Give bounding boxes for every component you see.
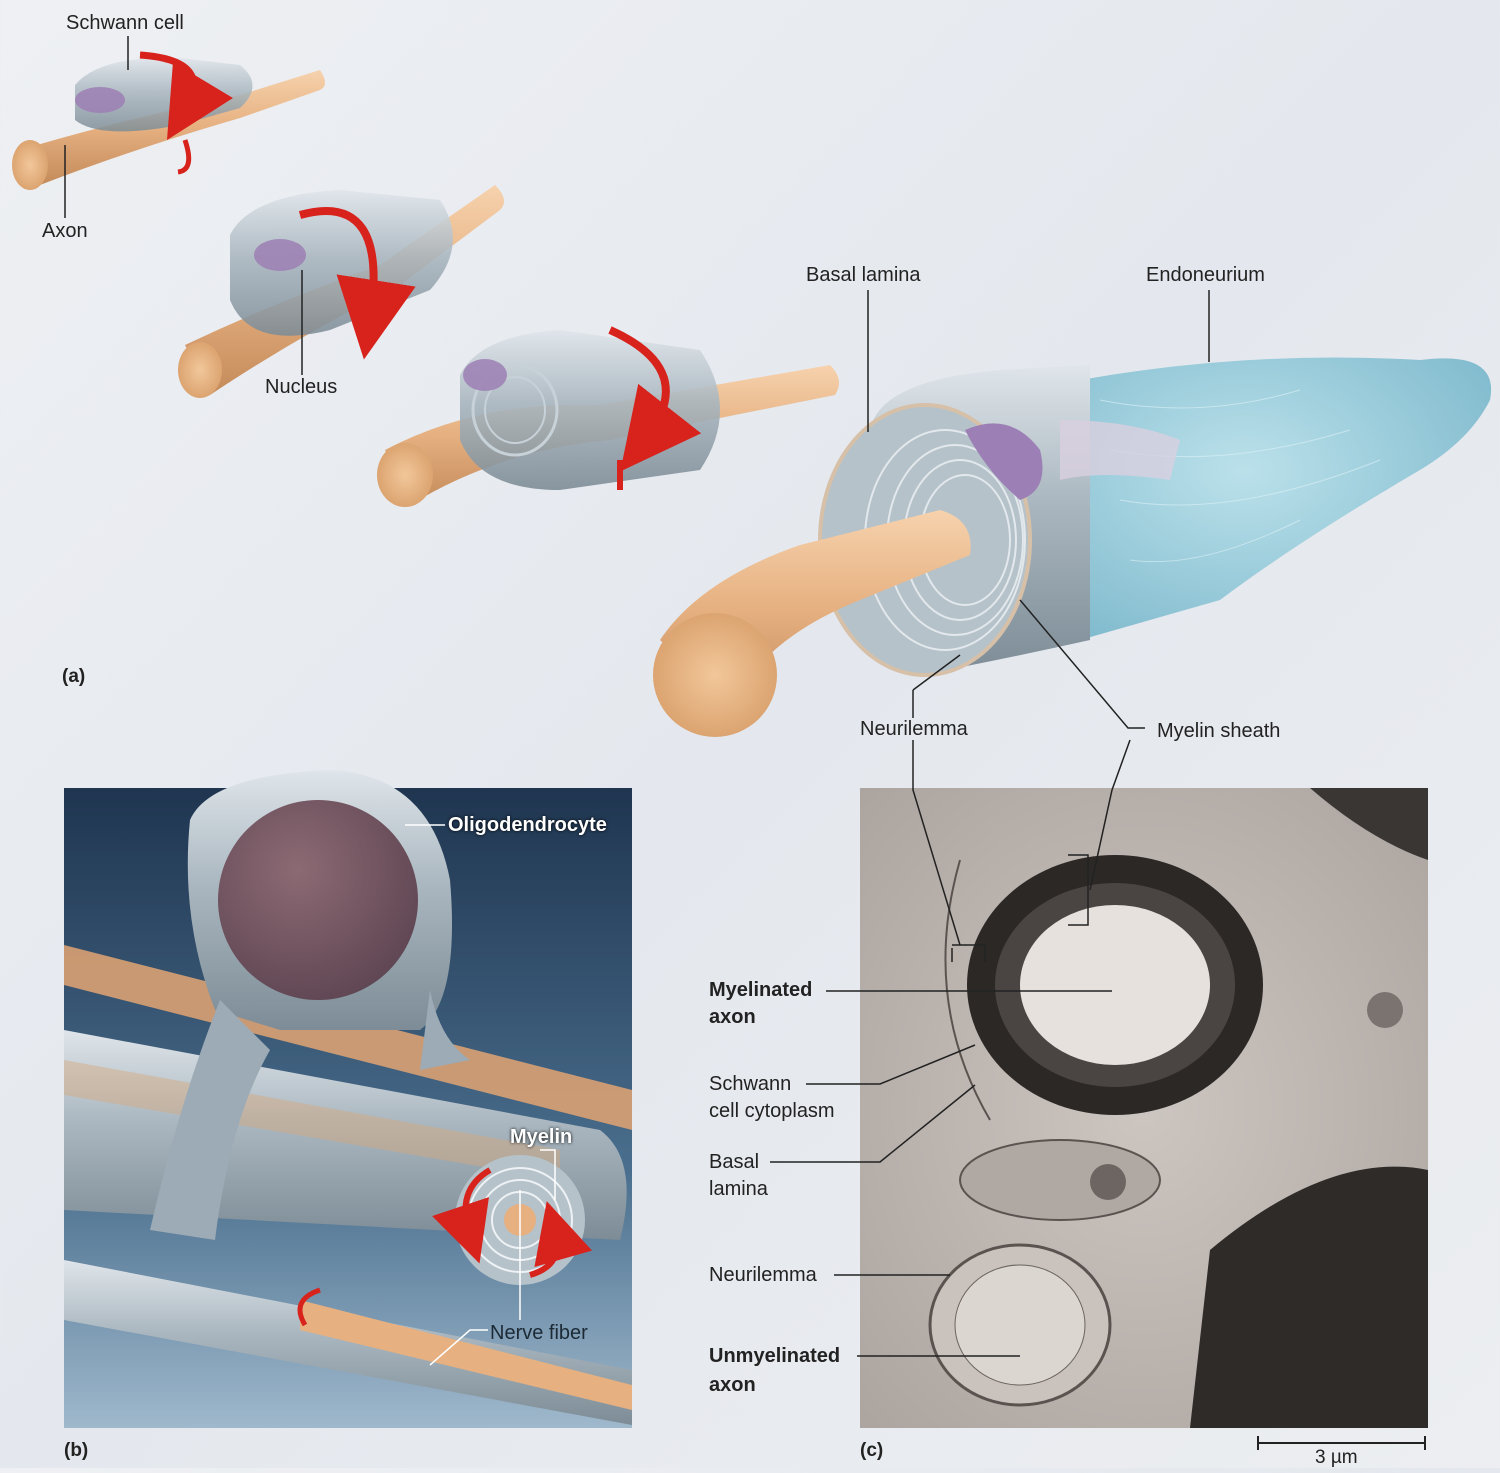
label-unmyelinated-line2: axon xyxy=(709,1374,756,1396)
label-nerve-fiber: Nerve fiber xyxy=(490,1322,588,1344)
panel-a-stage-4 xyxy=(653,357,1492,737)
label-oligodendrocyte: Oligodendrocyte xyxy=(448,814,607,836)
label-basal-lamina-c-line2: lamina xyxy=(709,1178,768,1200)
panel-a-leader-lines xyxy=(64,36,1210,729)
panel-a-stage-2 xyxy=(178,185,504,398)
panel-b-letter: (b) xyxy=(64,1440,89,1461)
panel-c-micrograph xyxy=(860,788,1428,1428)
panel-c-leader-lines xyxy=(770,739,1131,1357)
label-unmyelinated-line1: Unmyelinated xyxy=(709,1345,841,1367)
label-neurilemma-c: Neurilemma xyxy=(709,1264,817,1286)
label-basal-lamina: Basal lamina xyxy=(806,264,921,286)
panel-b-illustration xyxy=(64,770,632,1428)
label-schwann-cytoplasm-line2: cell cytoplasm xyxy=(709,1100,835,1122)
panel-c-letter: (c) xyxy=(860,1440,884,1461)
label-schwann-cytoplasm-line1: Schwann xyxy=(709,1073,792,1095)
panel-a-letter: (a) xyxy=(62,666,86,687)
label-myelinated-line1: Myelinated xyxy=(709,979,813,1001)
label-myelin: Myelin xyxy=(510,1126,573,1148)
label-nucleus: Nucleus xyxy=(265,376,338,398)
scale-bar-label: 3 µm xyxy=(1315,1447,1358,1468)
panel-a-stage-1 xyxy=(12,51,325,190)
label-schwann-cell: Schwann cell xyxy=(66,12,184,34)
label-myelinated-line2: axon xyxy=(709,1006,756,1028)
label-basal-lamina-c-line1: Basal xyxy=(709,1151,760,1173)
label-neurilemma-a: Neurilemma xyxy=(860,718,968,740)
scale-bar xyxy=(1257,1436,1426,1450)
label-myelin-sheath: Myelin sheath xyxy=(1157,720,1281,742)
label-axon: Axon xyxy=(42,220,88,242)
panel-b-leader-lines xyxy=(405,824,556,1366)
panel-a-stage-3 xyxy=(377,326,839,507)
label-endoneurium: Endoneurium xyxy=(1146,264,1265,286)
